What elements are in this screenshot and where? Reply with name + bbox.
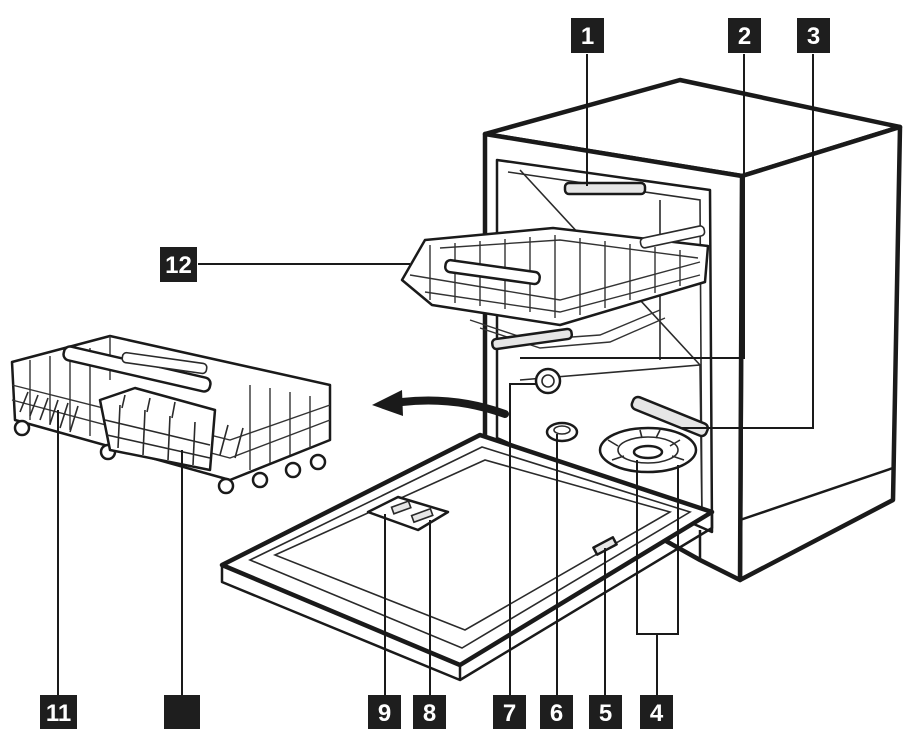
callout-3: 3	[797, 18, 830, 53]
callout-8-text: 8	[423, 700, 436, 727]
callout-12: 12	[160, 247, 197, 282]
callout-8: 8	[413, 695, 446, 729]
callout-3-text: 3	[807, 23, 820, 50]
callout-2: 2	[728, 18, 761, 53]
filter-assembly	[598, 426, 698, 474]
callout-6-text: 6	[550, 700, 563, 727]
callout-4-text: 4	[650, 700, 664, 727]
upper-basket	[400, 225, 710, 349]
door-latch	[592, 536, 618, 556]
callout-1-text: 1	[581, 23, 594, 50]
callout-7: 7	[493, 695, 526, 729]
upper-spray-arm	[563, 181, 647, 196]
callout-2-text: 2	[738, 23, 751, 50]
callout-5-text: 5	[599, 700, 612, 727]
salt-reservoir-inlet	[534, 367, 562, 395]
callout-5: 5	[589, 695, 622, 729]
detergent-dispenser	[366, 495, 450, 532]
lower-spray-arm	[630, 395, 710, 438]
salt-container-cap	[545, 421, 579, 443]
middle-spray-arm	[490, 327, 574, 351]
cutlery-basket	[98, 386, 217, 472]
callout-4: 4	[640, 695, 673, 729]
removal-arrow	[372, 390, 509, 418]
callout-11: 11	[40, 695, 77, 729]
callout-12-text: 12	[165, 252, 192, 279]
callout-10	[164, 695, 200, 729]
callout-9-text: 9	[378, 700, 391, 727]
callout-7-text: 7	[503, 700, 516, 727]
callout-1: 1	[571, 18, 604, 53]
leader-lines	[57, 54, 814, 695]
callout-6: 6	[540, 695, 573, 729]
callout-9: 9	[368, 695, 401, 729]
door	[219, 432, 715, 682]
callout-11-text: 11	[46, 700, 71, 727]
